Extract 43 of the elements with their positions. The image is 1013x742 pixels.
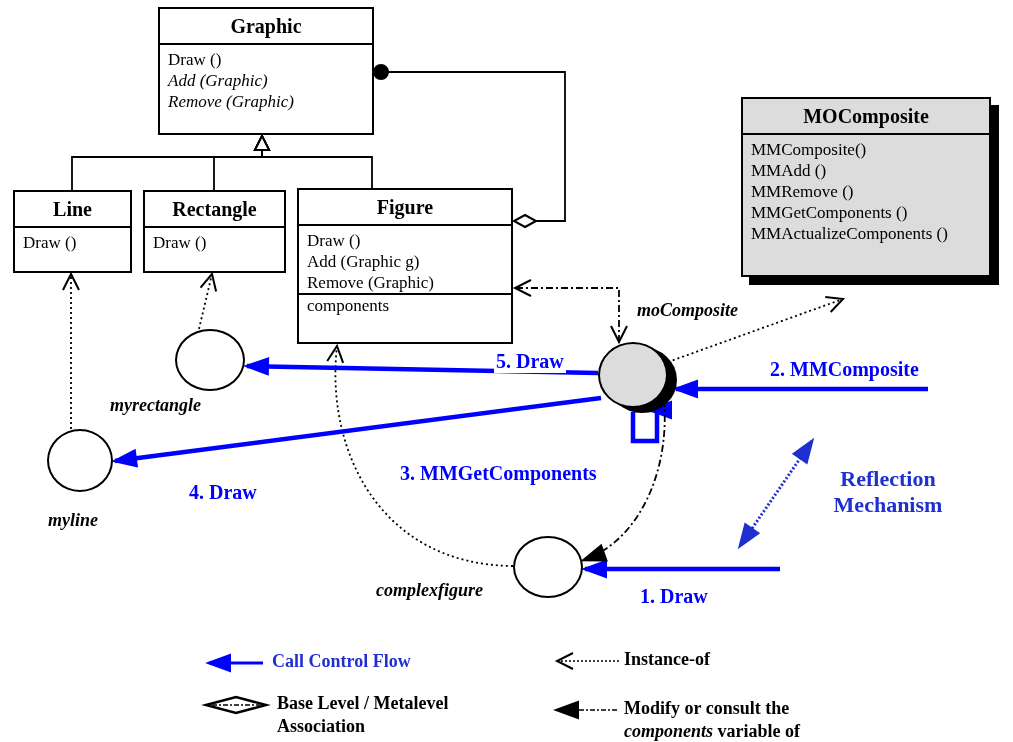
object-name: moComposite [637, 300, 738, 321]
class-member: MMComposite() [751, 139, 867, 160]
class-box [158, 7, 374, 135]
class-member: Draw () [307, 230, 361, 251]
edge-label: 2. MMComposite [768, 358, 921, 381]
class-name: Rectangle [145, 192, 284, 228]
class-name: Figure [299, 190, 511, 226]
object-name: myline [48, 510, 98, 531]
annotation-text: Reflection Mechanism [832, 466, 944, 518]
class-name: Graphic [160, 9, 372, 45]
class-box [297, 188, 513, 344]
class-box [143, 190, 286, 273]
class-box [13, 190, 132, 273]
legend-text: Modify or consult the components variable of [624, 697, 802, 742]
connector-arrow [62, 273, 80, 430]
class-member: MMRemove () [751, 181, 854, 202]
legend-text: Base Level / Metalevel Association [277, 692, 450, 738]
class-member: MMGetComponents () [751, 202, 908, 223]
class-member: Remove (Graphic) [168, 91, 295, 112]
connector-arrow [583, 560, 780, 578]
connector-arrow [630, 401, 672, 444]
connector-arrow [198, 273, 218, 330]
class-member: MMActualizeComponents () [751, 223, 948, 244]
class-name: MOComposite [743, 99, 989, 135]
class-member: Add (Graphic g) [307, 251, 420, 272]
class-name: Line [15, 192, 130, 228]
connector-arrow [514, 279, 628, 343]
connector-arrow [327, 345, 514, 567]
class-member: components [307, 295, 390, 316]
class-member: Draw () [168, 49, 222, 70]
object-name: complexfigure [376, 580, 483, 601]
connector-arrow [113, 395, 602, 468]
object-name: myrectangle [110, 395, 201, 416]
class-member: Draw () [23, 232, 77, 253]
connector-arrow [245, 357, 599, 376]
class-member: Add (Graphic) [168, 70, 268, 91]
connector-arrow [674, 380, 928, 398]
class-member: Remove (Graphic) [307, 272, 434, 293]
class-member: MMAdd () [751, 160, 827, 181]
legend-text: Call Control Flow [272, 650, 411, 673]
legend-text: Instance-of [624, 648, 710, 671]
class-member: Draw () [153, 232, 207, 253]
connector-arrow [254, 135, 373, 189]
